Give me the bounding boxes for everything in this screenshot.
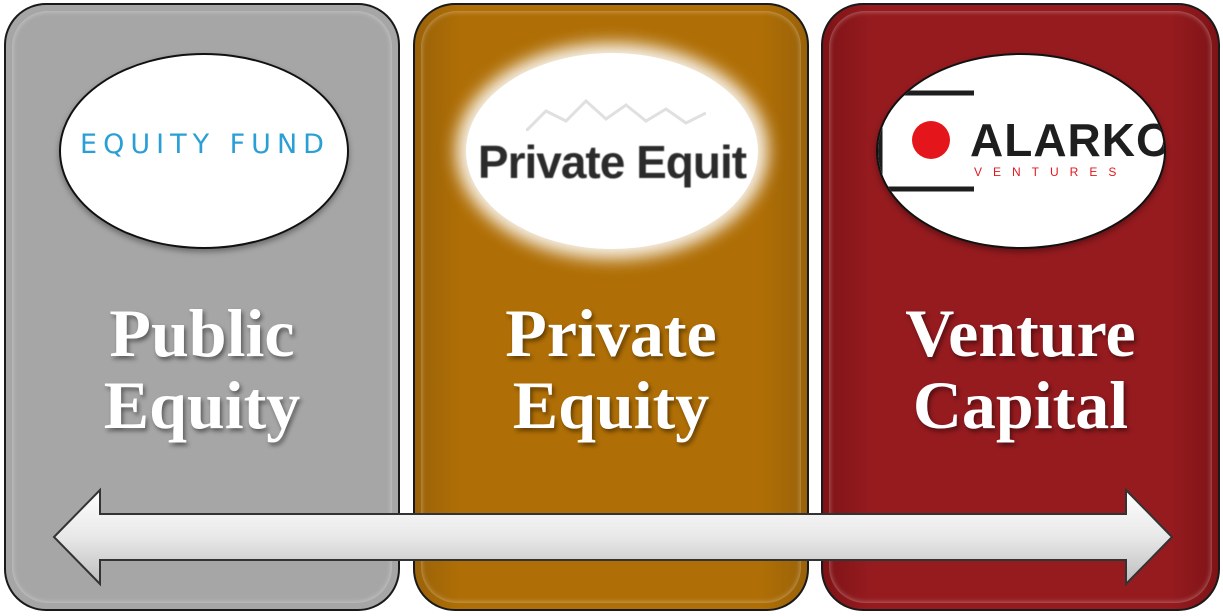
venture-capital-title: Venture Capital [823,297,1218,441]
private-equity-panel: Private Equit Private Equity [413,3,809,611]
alarko-logo-text: ALARKO [970,114,1166,166]
venture-capital-title-line2: Capital [912,367,1129,443]
private-equity-logo: Private Equit [466,53,758,249]
faint-building-graphic [526,98,706,131]
alarko-frame-icon [878,90,974,192]
public-equity-title-line2: Equity [103,367,301,443]
public-equity-title-line1: Public [109,295,295,371]
public-equity-panel: EQUITY FUND Public Equity [4,3,400,611]
private-equity-title: Private Equity [415,297,807,441]
alarko-ventures-logo: ALARKO VENTURES [876,53,1166,249]
alarko-logo-subtext: VENTURES [974,165,1128,179]
public-equity-title: Public Equity [6,297,398,441]
private-equity-logo-text: Private Equit [477,136,747,188]
double-headed-arrow-icon [52,487,1174,587]
equity-fund-logo-text: EQUITY FUND [80,129,330,160]
alarko-red-dot-icon [912,121,950,159]
venture-capital-title-line1: Venture [905,295,1136,371]
private-equity-title-line1: Private [505,295,717,371]
venture-capital-panel: ALARKO VENTURES Venture Capital [821,3,1220,611]
equity-fund-logo: EQUITY FUND [59,53,349,249]
private-equity-title-line2: Equity [512,367,710,443]
